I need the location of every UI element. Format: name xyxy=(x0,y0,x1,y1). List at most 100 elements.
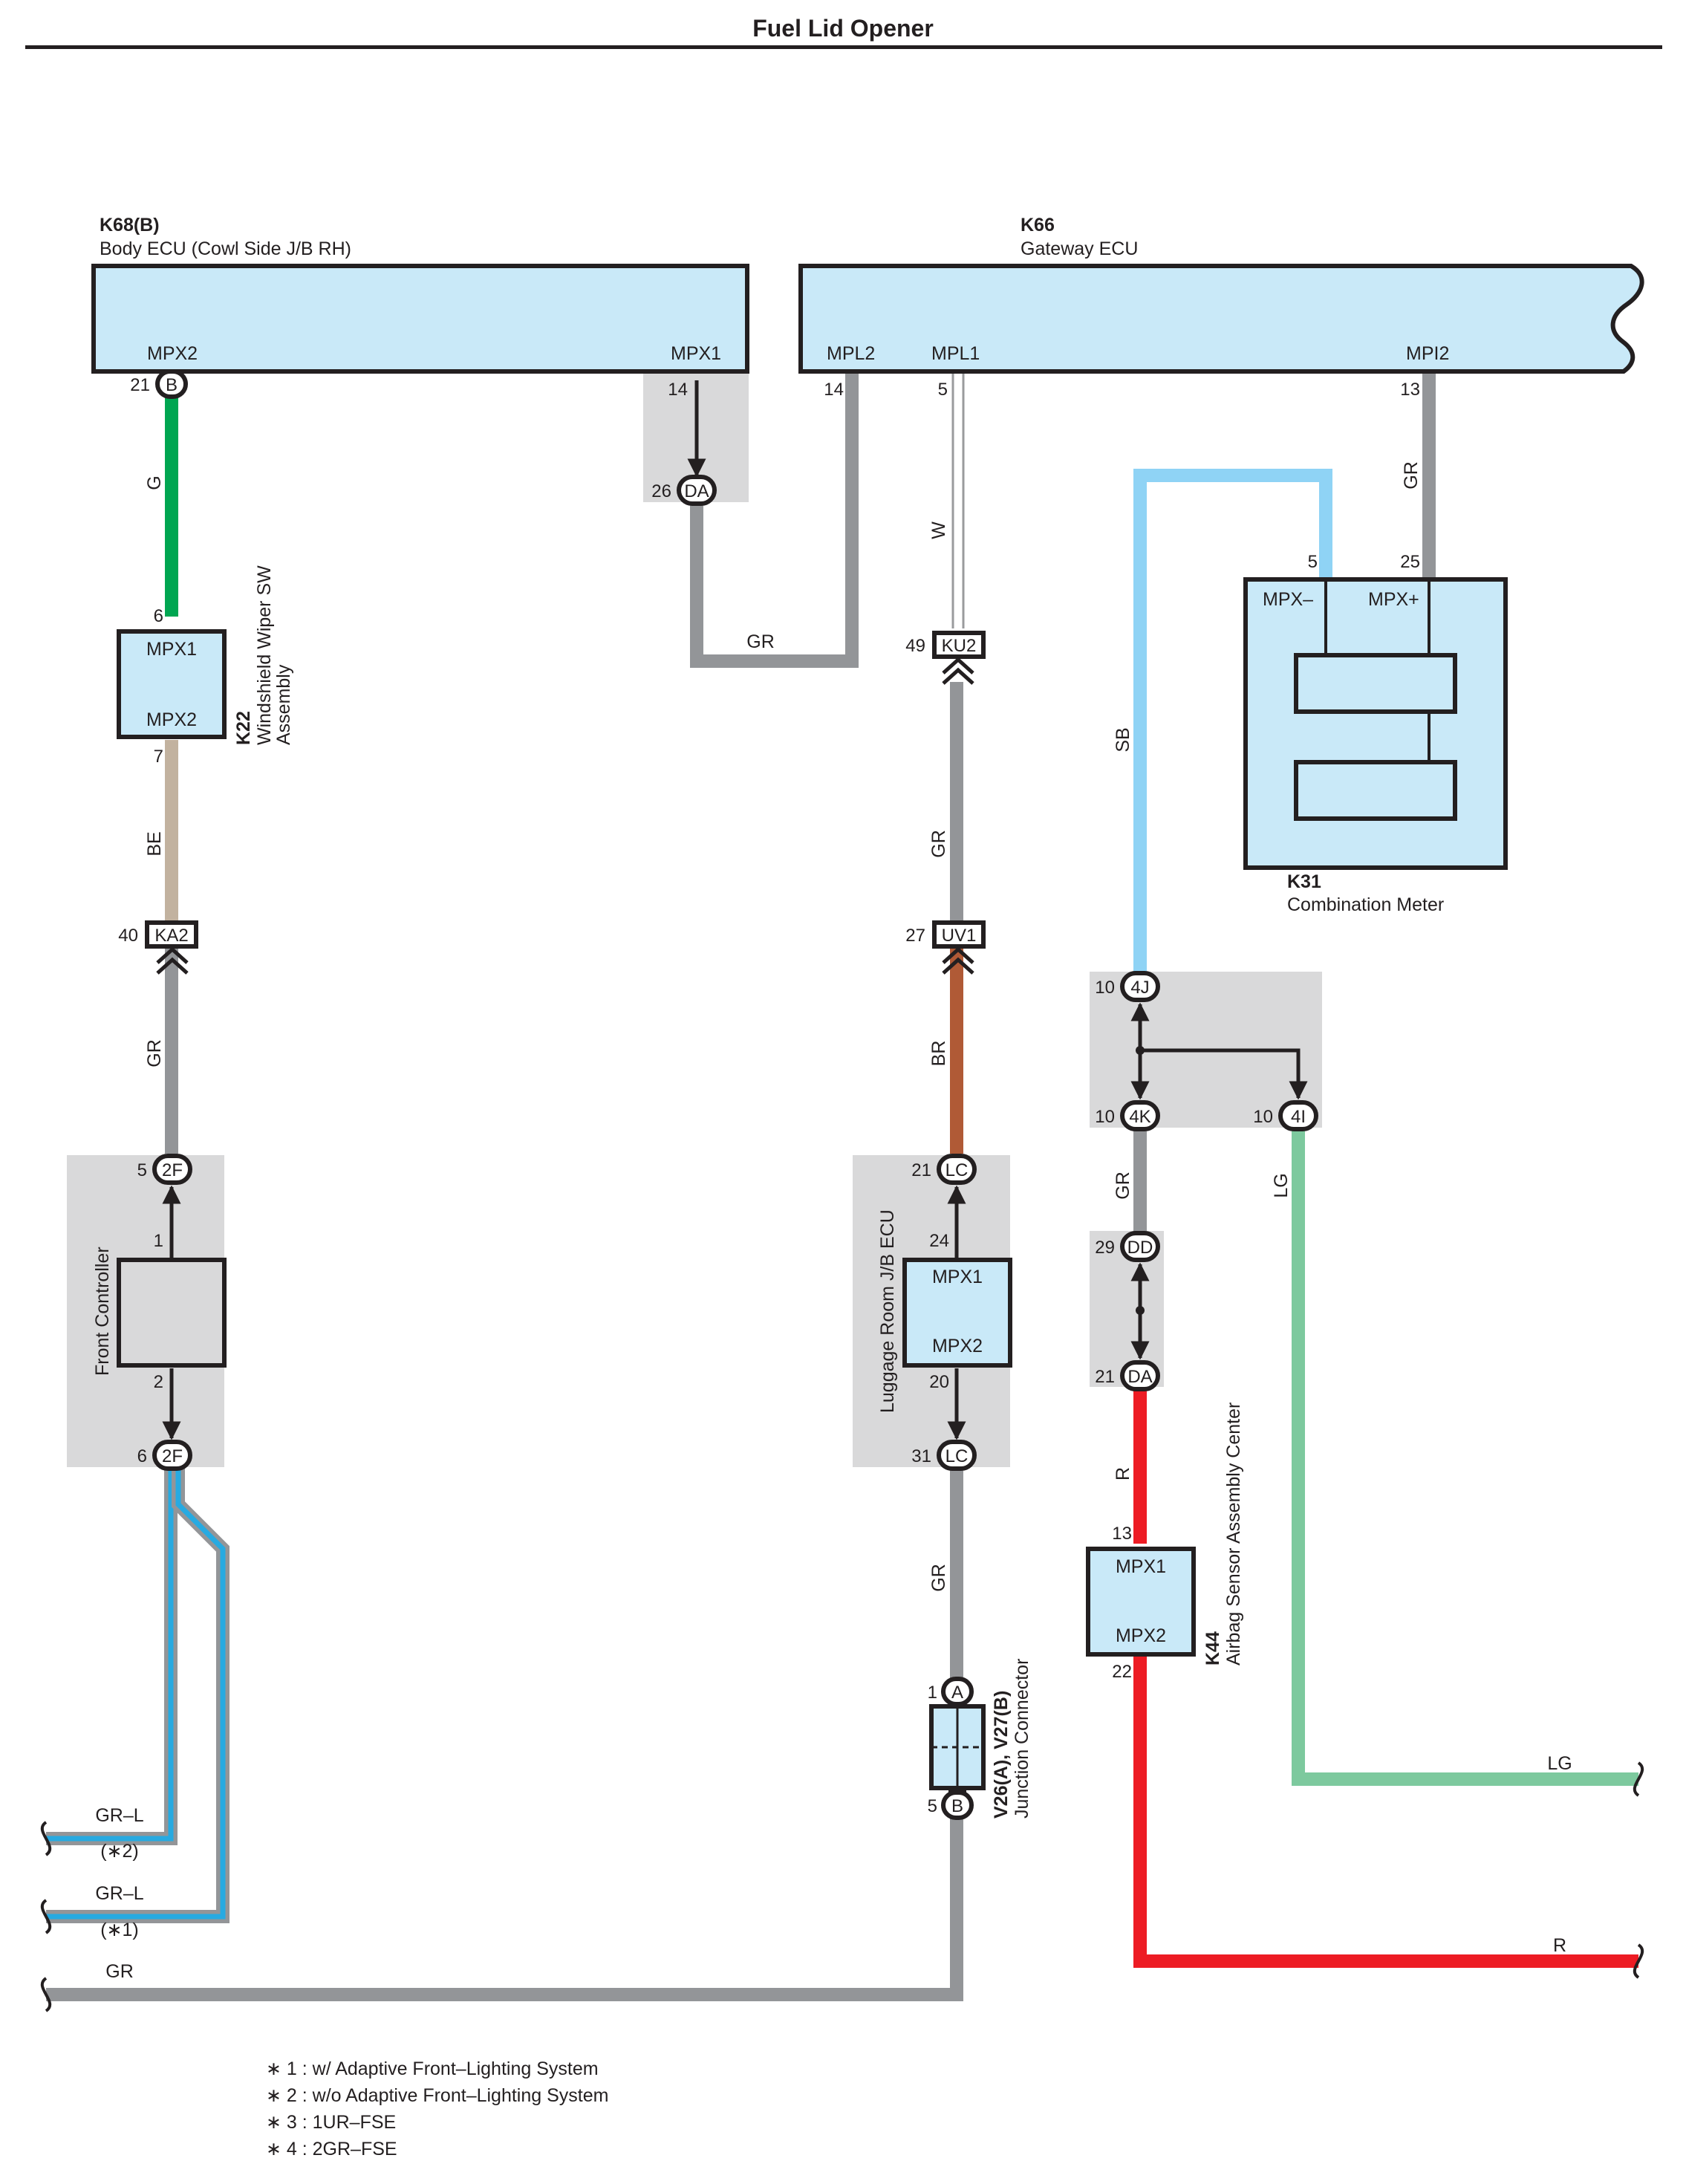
wire-label-gr-da: GR xyxy=(746,631,775,652)
connector-2f-top-label: 2F xyxy=(162,1160,183,1180)
connector-da-top-label: DA xyxy=(684,481,709,501)
connector-dd xyxy=(1120,1231,1160,1262)
pin-6-2f: 6 xyxy=(137,1446,147,1466)
connector-4k xyxy=(1120,1100,1160,1131)
wiper-sw-mpx1: MPX1 xyxy=(146,639,197,660)
connector-b-top xyxy=(155,369,188,399)
title-rule xyxy=(25,45,1662,49)
wire-label-gr-mid: GR xyxy=(928,830,949,858)
meter-mpx-plus: MPX+ xyxy=(1368,589,1419,610)
pin-40: 40 xyxy=(118,926,138,946)
windshield-wiper-sw: MPX1 MPX2 K22 Windshield Wiper SW Assemb… xyxy=(117,565,294,745)
pin-27: 27 xyxy=(905,926,925,946)
wires xyxy=(46,371,1638,2001)
connector-labels: B DA 2F 2F LC LC 4J 4K 4I DD DA A B KU2 … xyxy=(154,375,1306,1816)
connector-4k-label: 4K xyxy=(1129,1107,1150,1127)
pin-10-4i: 10 xyxy=(1253,1107,1273,1127)
wire-label-r-vertical: R xyxy=(1113,1467,1133,1481)
wire-label-lg-vertical: LG xyxy=(1271,1173,1292,1197)
wire-label-gr-meter: GR xyxy=(1401,461,1422,490)
pin-25-meter: 25 xyxy=(1400,552,1420,572)
wire-label-br: BR xyxy=(928,1041,949,1067)
wire-label-gr-bottom: GR xyxy=(105,1961,134,1982)
wire-label-lg: LG xyxy=(1547,1753,1572,1774)
wire-label-gr-left: GR xyxy=(144,1039,165,1067)
pin-26: 26 xyxy=(651,481,671,501)
connector-lc-bottom-label: LC xyxy=(945,1446,969,1466)
chevron-icons xyxy=(156,657,974,975)
meter-mpx-minus: MPX– xyxy=(1263,589,1313,610)
connector-da-mid xyxy=(1120,1360,1160,1391)
connector-b-bottom-label: B xyxy=(951,1796,963,1816)
pin-10-4j: 10 xyxy=(1095,978,1115,998)
signal-arrows xyxy=(162,380,1308,1440)
wire-label-gr-l-2: GR–L xyxy=(95,1805,143,1826)
wire-label-g: G xyxy=(144,475,165,490)
wiper-sw-name: Windshield Wiper SW xyxy=(254,565,275,745)
pin-24: 24 xyxy=(929,1231,949,1251)
wire-label-r: R xyxy=(1553,1935,1566,1956)
connector-b-top-label: B xyxy=(166,375,178,395)
pin-7-wiper: 7 xyxy=(154,747,163,767)
airbag-sensor: MPX1 MPX2 K44 Airbag Sensor Assembly Cen… xyxy=(1086,1403,1244,1665)
connector-lc-bottom xyxy=(937,1440,977,1471)
pin-13-gateway: 13 xyxy=(1400,380,1420,400)
meter-name: Combination Meter xyxy=(1287,894,1444,915)
connector-a xyxy=(941,1677,974,1706)
connector-2f-bottom-label: 2F xyxy=(162,1446,183,1466)
pin-6-wiper: 6 xyxy=(154,606,163,626)
gateway-ecu-mpl2: MPL2 xyxy=(827,343,875,364)
connector-lc-top-label: LC xyxy=(945,1160,969,1180)
pin-1-front: 1 xyxy=(154,1231,163,1251)
connector-2f-bottom xyxy=(152,1440,192,1471)
pin-31: 31 xyxy=(911,1446,931,1466)
footnote-2: ∗ 2 : w/o Adaptive Front–Lighting System xyxy=(266,2085,608,2106)
connector-4j-label: 4J xyxy=(1130,978,1149,998)
pin-21-da: 21 xyxy=(1095,1367,1115,1387)
connector-ka2-label: KA2 xyxy=(154,926,188,946)
wire-label-gr-lower: GR xyxy=(928,1564,949,1592)
body-ecu-name: Body ECU (Cowl Side J/B RH) xyxy=(100,238,351,259)
body-ecu-code: K68(B) xyxy=(100,215,160,235)
pin-29: 29 xyxy=(1095,1238,1115,1258)
connector-2f-top xyxy=(152,1154,192,1185)
pin-10-4k: 10 xyxy=(1095,1107,1115,1127)
junction-connector-code: V26(A), V27(B) xyxy=(991,1691,1012,1819)
pin-5-2f: 5 xyxy=(137,1160,147,1180)
luggage-ecu-mpx1: MPX1 xyxy=(932,1267,983,1287)
wire-color-labels: G BE GR GR W GR BR GR GR SB GR LG R LG R… xyxy=(95,461,1572,1982)
footnotes: ∗ 1 : w/ Adaptive Front–Lighting System … xyxy=(266,2058,608,2159)
luggage-ecu-name: Luggage Room J/B ECU xyxy=(877,1209,898,1413)
airbag-name: Airbag Sensor Assembly Center xyxy=(1223,1403,1244,1665)
junction-connector-name: Junction Connector xyxy=(1012,1659,1032,1819)
wiper-sw-mpx2: MPX2 xyxy=(146,709,197,730)
pin-5-jc: 5 xyxy=(928,1796,937,1816)
front-controller: Front Controller xyxy=(92,1247,227,1376)
connector-4i xyxy=(1278,1100,1318,1131)
gateway-ecu-mpi2: MPI2 xyxy=(1406,343,1449,364)
wire-note-1: (∗1) xyxy=(100,1920,139,1940)
wire-label-gr-4k: GR xyxy=(1113,1171,1133,1200)
pin-2-front: 2 xyxy=(154,1372,163,1392)
connector-ka2 xyxy=(145,920,198,949)
connector-a-label: A xyxy=(951,1683,963,1703)
footnote-1: ∗ 1 : w/ Adaptive Front–Lighting System xyxy=(266,2058,599,2079)
wire-label-sb: SB xyxy=(1113,727,1133,752)
pin-5-meter: 5 xyxy=(1308,552,1318,572)
meter-code: K31 xyxy=(1287,871,1321,892)
wire-note-2: (∗2) xyxy=(100,1841,139,1862)
pin-21-lc: 21 xyxy=(911,1160,931,1180)
body-ecu-mpx2: MPX2 xyxy=(147,343,198,364)
page-title: Fuel Lid Opener xyxy=(752,15,934,42)
connector-uv1 xyxy=(932,920,986,949)
airbag-code: K44 xyxy=(1202,1631,1223,1665)
connector-lc-top xyxy=(937,1154,977,1185)
connector-dd-label: DD xyxy=(1127,1238,1153,1258)
connector-b-bottom xyxy=(941,1790,974,1820)
footnote-3: ∗ 3 : 1UR–FSE xyxy=(266,2112,396,2133)
body-ecu-mpx1: MPX1 xyxy=(671,343,721,364)
connector-da-mid-label: DA xyxy=(1127,1367,1152,1387)
pin-5-gateway: 5 xyxy=(938,380,948,400)
pin-22-airbag: 22 xyxy=(1112,1662,1132,1682)
pin-14-gateway: 14 xyxy=(824,380,844,400)
